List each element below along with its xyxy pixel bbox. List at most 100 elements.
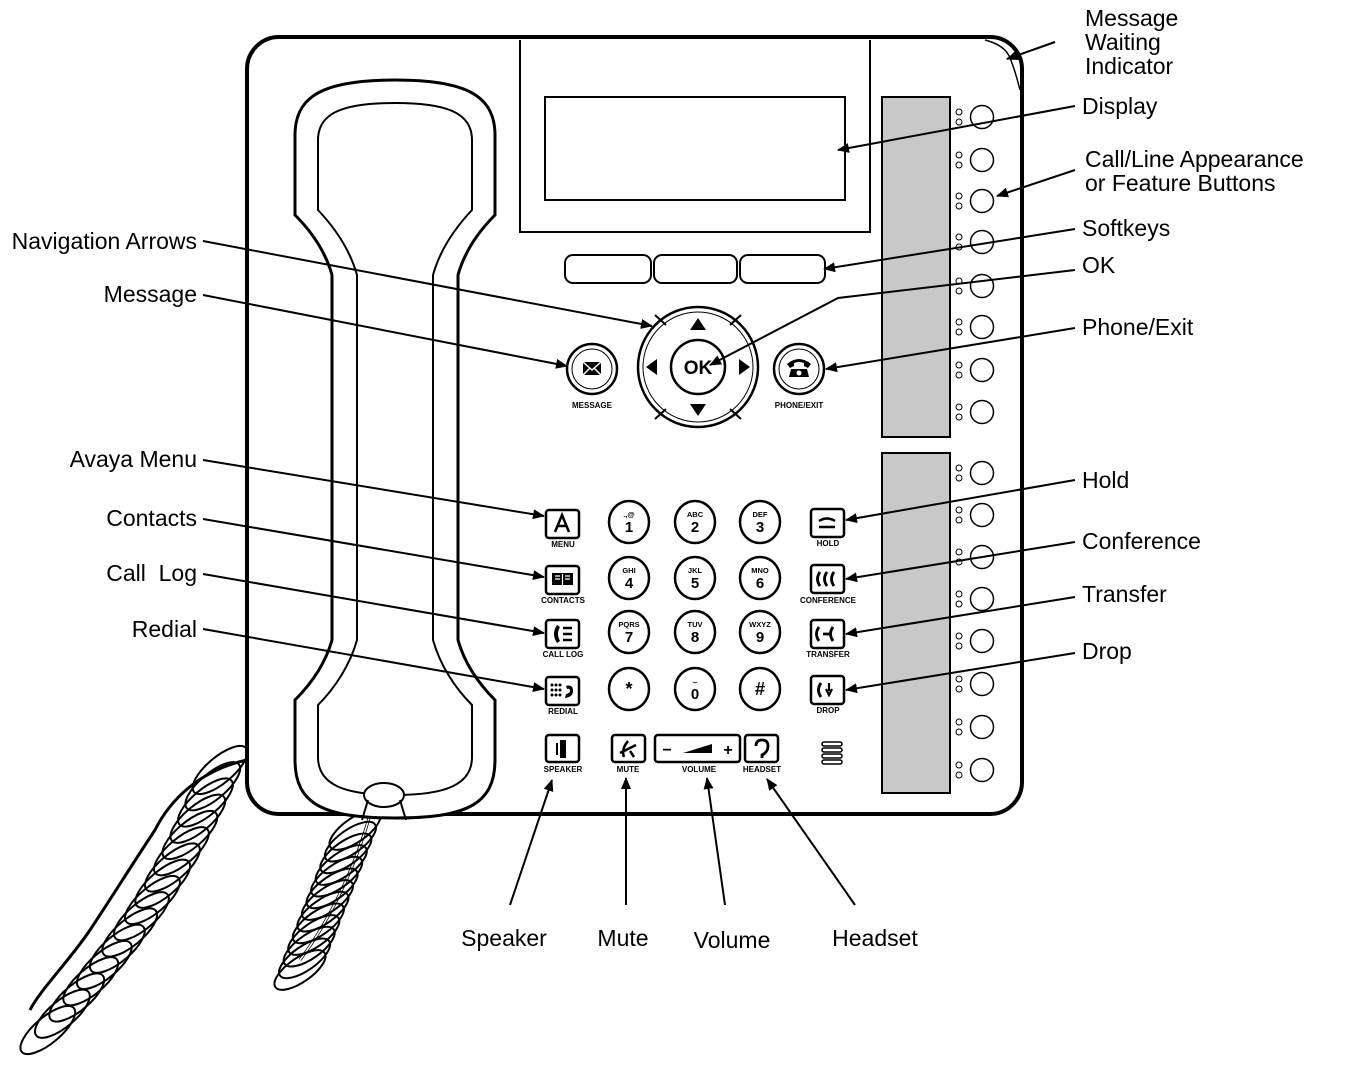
line-appearance-buttons [955,104,995,783]
hold-button[interactable]: HOLD [809,507,846,548]
up-arrow-icon[interactable] [690,318,706,330]
mute-button[interactable]: MUTE [610,733,647,774]
down-arrow-icon[interactable] [690,404,706,416]
line-button-14[interactable] [955,671,995,697]
line-led-icon [955,632,963,640]
line-led-icon [955,464,963,472]
line-button-10[interactable] [955,502,995,528]
book-icon [552,573,573,585]
callout-labels: Message Waiting Indicator Display Call/L… [12,5,1304,953]
leader-navigation [202,240,653,329]
line-button-13[interactable] [955,628,995,654]
speaker-button-label: SPEAKER [544,765,583,774]
speaker-icon [556,740,566,758]
ok-button-label: OK [684,358,713,379]
line-button-5[interactable] [955,273,995,299]
softkey-3[interactable] [739,254,826,284]
transfer-button-label: TRANSFER [806,650,850,659]
drop-button[interactable]: DROP [809,674,846,715]
leader-speaker [509,779,554,906]
callout-avaya-menu: Avaya Menu [70,446,197,472]
volume-plus[interactable]: + [723,742,732,759]
line-led-icon [955,474,963,482]
leader-message [202,294,568,369]
speaker-button[interactable]: SPEAKER [544,733,583,774]
key-letters: TUV [688,620,703,629]
line-button-12[interactable] [955,586,995,612]
conference-button[interactable]: CONFERENCE [800,563,857,605]
key-letters: DEF [753,510,768,519]
message-button[interactable]: MESSAGE [565,342,619,410]
callout-message-waiting-3: Indicator [1085,53,1174,79]
call-log-button[interactable]: CALL LOG [543,618,584,659]
callout-softkeys: Softkeys [1082,215,1170,241]
key-star[interactable]: * [607,666,651,712]
key-digit: 3 [756,519,764,536]
headset-button[interactable]: HEADSET [743,733,781,774]
contacts-button-label: CONTACTS [541,596,586,605]
line-button-16[interactable] [955,757,995,783]
callout-message: Message [104,281,197,307]
line-led-icon [955,403,963,411]
volume-control[interactable]: − + VOLUME [653,733,742,774]
line-button-8[interactable] [955,399,995,425]
line-button-6[interactable] [955,314,995,340]
handset [293,78,497,821]
key-hash[interactable]: # [738,666,782,712]
right-arrow-icon[interactable] [739,359,750,375]
transfer-button[interactable]: TRANSFER [806,618,850,659]
leader-message-waiting [1006,41,1056,61]
volume-minus[interactable]: − [662,742,671,759]
line-led-icon [955,361,963,369]
line-led-icon [955,548,963,556]
key-0[interactable]: 0⌣ [673,666,717,712]
drop-icon [817,682,833,698]
leader-drop [845,652,1076,694]
hold-button-label: HOLD [817,539,840,548]
softkey-2[interactable] [653,254,738,284]
ok-button[interactable]: OK [669,338,727,396]
conference-button-label: CONFERENCE [800,596,857,605]
transfer-icon [815,626,835,642]
callout-call-log: Call Log [106,560,197,586]
line-button-9[interactable] [955,460,995,486]
leader-redial [202,628,545,693]
callout-mute: Mute [597,925,648,951]
line-button-2[interactable] [955,147,995,173]
line-led-icon [955,506,963,514]
key-1[interactable]: 1.,@ [607,499,651,545]
redial-button[interactable]: REDIAL [544,675,581,716]
line-led-icon [955,600,963,608]
menu-button[interactable]: MENU [544,508,581,549]
phone-exit-button[interactable]: PHONE/EXIT [772,342,826,410]
line-button-3[interactable] [955,188,995,214]
contacts-button[interactable]: CONTACTS [541,564,586,605]
key-letters: WXYZ [749,620,771,629]
leader-hold [845,479,1076,524]
line-led-icon [955,516,963,524]
callout-contacts: Contacts [106,505,197,531]
callout-display: Display [1082,93,1158,119]
line-button-7[interactable] [955,357,995,383]
headset-icon [754,738,770,758]
softkey-1[interactable] [564,254,652,284]
key-digit: 8 [691,629,699,646]
callout-navigation-arrows: Navigation Arrows [12,228,197,254]
line-led-icon [955,590,963,598]
line-button-15[interactable] [955,714,995,740]
line-led-icon [955,233,963,241]
phone-exit-button-label: PHONE/EXIT [775,401,824,410]
key-digit: 2 [691,519,699,536]
key-letters: PQRS [618,620,639,629]
left-arrow-icon[interactable] [646,359,657,375]
